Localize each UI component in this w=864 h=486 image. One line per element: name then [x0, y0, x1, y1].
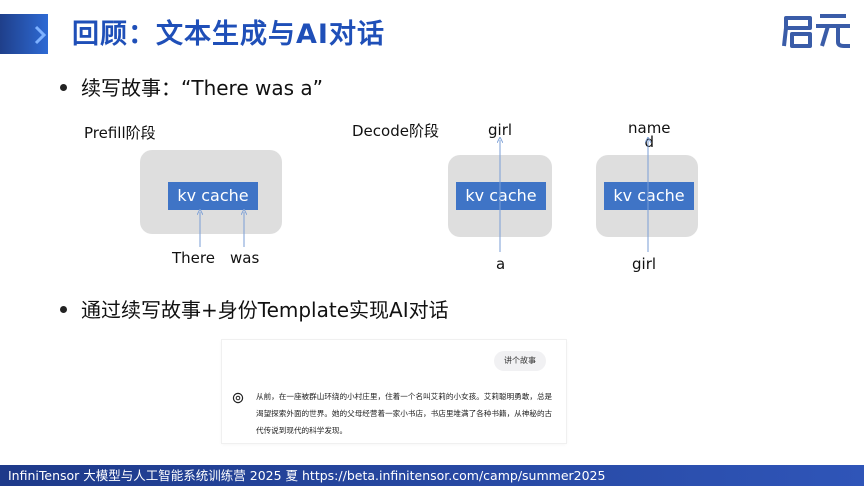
prefill-label: Prefill阶段 — [84, 124, 156, 142]
decode-output-2: name d — [628, 119, 671, 151]
footer-bar: InfiniTensor 大模型与人工智能系统训练营 2025 夏 https:… — [0, 465, 864, 486]
chat-example: 讲个故事 从前，在一座被群山环绕的小村庄里，住着一个名叫艾莉的小女孩。艾莉聪明勇… — [222, 340, 566, 443]
openai-logo-icon — [232, 392, 244, 404]
bullet-continue-story: 续写故事：“There was a” — [60, 72, 323, 101]
page-title: 回顾：文本生成与AI对话 — [72, 19, 385, 50]
decode-kv-cache-2: kv cache — [604, 182, 694, 210]
assistant-message: 从前，在一座被群山环绕的小村庄里，住着一个名叫艾莉的小女孩。艾莉聪明勇敢，总是渴… — [256, 392, 553, 435]
footer-text: InfiniTensor 大模型与人工智能系统训练营 2025 夏 https:… — [8, 468, 606, 483]
prefill-kv-cache: kv cache — [168, 182, 258, 210]
bullet-dot — [60, 306, 67, 313]
brand-logo — [782, 14, 850, 48]
bullet-ai-dialogue: 通过续写故事+身份Template实现AI对话 — [60, 294, 449, 323]
decode-input-1: a — [496, 255, 506, 273]
decode-kv-cache-1: kv cache — [456, 182, 546, 210]
prefill-input-there: There — [172, 249, 215, 267]
decode-output-1: girl — [488, 121, 513, 139]
prefill-input-was: was — [230, 249, 260, 267]
user-message-bubble: 讲个故事 — [494, 351, 546, 371]
bullet-text: 续写故事：“There was a” — [81, 76, 324, 100]
header-accent-bar — [0, 14, 48, 54]
decode-label: Decode阶段 — [352, 122, 439, 140]
decode-input-2: girl — [632, 255, 657, 273]
chevron-right-icon — [34, 25, 46, 45]
bullet-dot — [60, 84, 67, 91]
bullet-text: 通过续写故事+身份Template实现AI对话 — [81, 298, 449, 322]
